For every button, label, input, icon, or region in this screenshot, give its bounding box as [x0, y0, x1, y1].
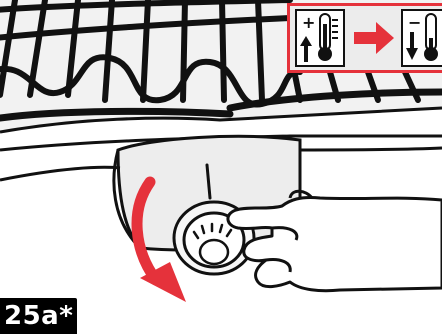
temperature-change-graphic: + − [290, 6, 442, 70]
right-arrow-icon [354, 22, 394, 54]
temperature-change-panel: + − [287, 3, 442, 73]
step-label: 25a* [0, 298, 77, 334]
svg-text:+: + [302, 13, 315, 32]
thermometer-increase-icon: + [296, 10, 344, 66]
thermometer-decrease-icon: − [402, 10, 442, 66]
svg-text:−: − [408, 13, 421, 32]
